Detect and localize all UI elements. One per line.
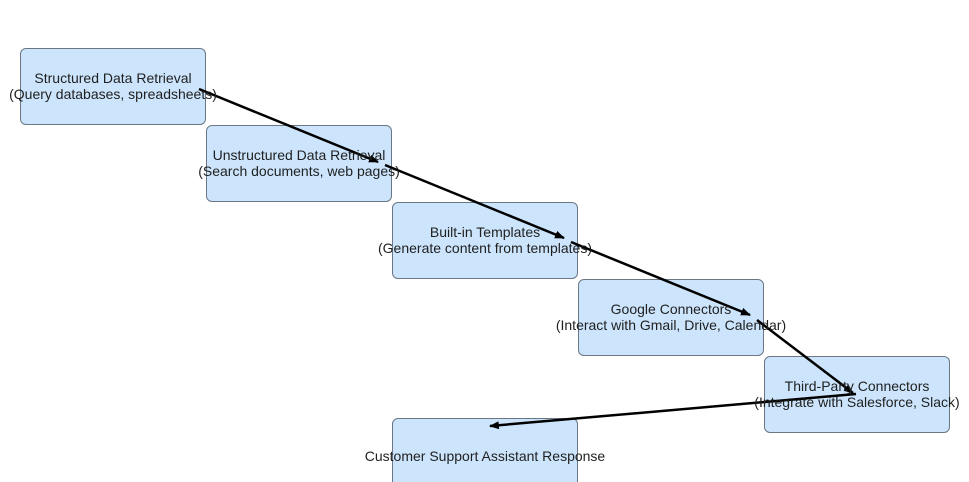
- node-subtitle: (Query databases, spreadsheets): [9, 86, 217, 102]
- node-title: Built-in Templates: [429, 224, 541, 240]
- node-title: Customer Support Assistant Response: [364, 448, 606, 464]
- node-title: Third-Party Connectors: [784, 378, 930, 394]
- node-structured-data-retrieval: [20, 48, 206, 125]
- node-label-third-party: Third-Party Connectors (Integrate with S…: [697, 378, 969, 410]
- node-label-unstructured: Unstructured Data Retrieval (Search docu…: [139, 147, 459, 179]
- node-subtitle: (Search documents, web pages): [198, 163, 400, 179]
- node-title: Unstructured Data Retrieval: [212, 147, 386, 163]
- node-title: Structured Data Retrieval: [34, 70, 192, 86]
- node-label-response: Customer Support Assistant Response: [325, 448, 645, 464]
- node-label-templates: Built-in Templates (Generate content fro…: [325, 224, 645, 256]
- node-label-google: Google Connectors (Interact with Gmail, …: [511, 301, 831, 333]
- node-title: Google Connectors: [610, 301, 732, 317]
- node-subtitle: (Interact with Gmail, Drive, Calendar): [555, 317, 787, 333]
- node-subtitle: (Integrate with Salesforce, Slack): [754, 394, 960, 410]
- node-subtitle: (Generate content from templates): [378, 240, 592, 256]
- node-customer-support-response: [392, 418, 578, 482]
- node-label-structured: Structured Data Retrieval (Query databas…: [0, 70, 273, 102]
